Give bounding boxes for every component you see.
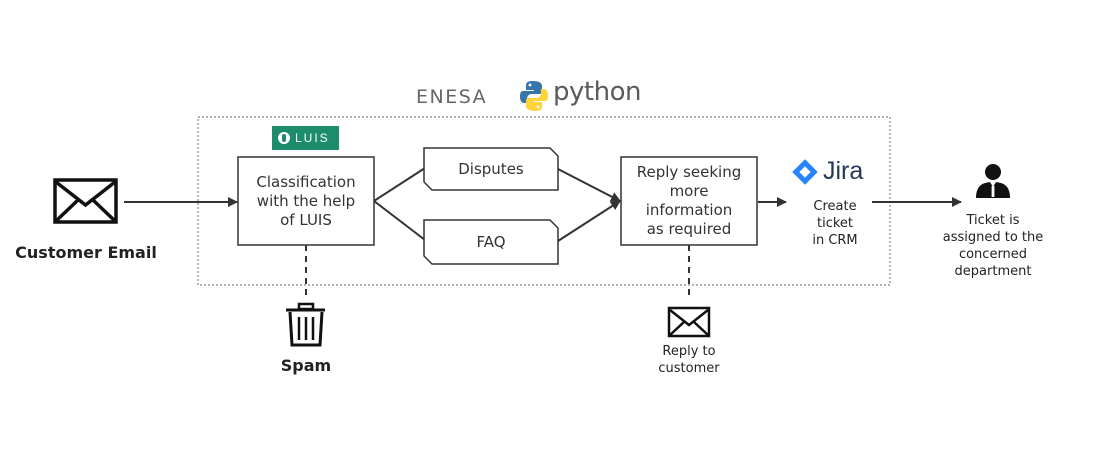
ticket-assigned-label: Ticket is assigned to the concerned depa… bbox=[942, 213, 1044, 279]
disputes-text: Disputes bbox=[458, 160, 524, 178]
arrow-faq-to-reply bbox=[557, 200, 621, 242]
disputes-box bbox=[423, 147, 559, 191]
trash-icon bbox=[286, 302, 325, 347]
line-to-disputes bbox=[373, 167, 426, 202]
classification-text: Classification with the help of LUIS bbox=[256, 173, 356, 229]
reply-seeking-box bbox=[620, 156, 758, 246]
python-logo-icon bbox=[520, 81, 548, 111]
faq-text: FAQ bbox=[476, 233, 506, 251]
faq-box bbox=[423, 219, 559, 265]
envelope-icon bbox=[667, 306, 711, 338]
create-ticket-label: Create ticket in CRM bbox=[812, 199, 858, 248]
jira-logo-icon bbox=[792, 159, 818, 185]
luis-logo: LUIS bbox=[272, 126, 339, 150]
luis-label: LUIS bbox=[295, 131, 330, 145]
classification-box bbox=[237, 156, 375, 246]
envelope-icon bbox=[53, 178, 118, 224]
reply-to-customer-label: Reply to customer bbox=[658, 344, 720, 376]
line-to-faq bbox=[373, 200, 426, 241]
spam-label: Spam bbox=[280, 356, 332, 375]
luis-eye-icon bbox=[278, 132, 290, 144]
reply-seeking-text: Reply seeking more information as requir… bbox=[636, 163, 742, 238]
person-icon bbox=[976, 164, 1010, 198]
customer-email-label: Customer Email bbox=[15, 243, 157, 262]
jira-label: Jira bbox=[823, 157, 864, 185]
arrow-disputes-to-reply bbox=[557, 168, 621, 202]
python-label: python bbox=[553, 77, 641, 107]
enesa-label: ENESA bbox=[416, 86, 488, 108]
